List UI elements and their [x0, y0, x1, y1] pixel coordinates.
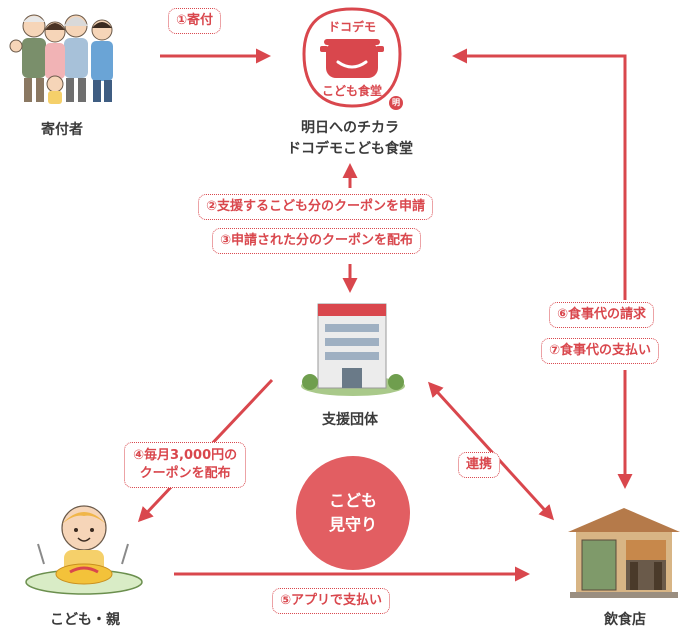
link-cooperation: 連携	[458, 452, 501, 478]
logo-top-text: ドコデモ	[327, 20, 376, 34]
arrow-billing	[452, 48, 627, 300]
step-4-line-2: クーポンを配布	[139, 466, 231, 481]
step-3-distribute-coupons: ③申請された分のクーポンを配布	[212, 228, 422, 254]
restaurant-illustration	[566, 500, 682, 600]
logo-bottom-text: こども食堂	[321, 84, 382, 98]
step-4-line-1: ④毎月3,000円の	[133, 448, 238, 463]
badge-line-2: 見守り	[328, 515, 377, 534]
arrow-link	[427, 381, 555, 521]
donor-family-illustration	[8, 6, 120, 106]
step-7-meal-payment: ⑦食事代の支払い	[541, 338, 660, 364]
restaurant-label: 飲食店	[604, 612, 646, 628]
child-parent-label: こども・親	[50, 612, 120, 628]
support-group-label: 支援団体	[322, 412, 378, 428]
child-watch-badge: こども 見守り	[296, 456, 410, 570]
org-name-line-2: ドコデモこども食堂	[287, 141, 413, 157]
org-name-line-1: 明日へのチカラ	[301, 120, 399, 136]
child-eating-illustration	[20, 494, 148, 598]
step-2-request-coupons: ②支援するこども分のクーポンを申請	[198, 194, 434, 220]
step-5-app-payment: ⑤アプリで支払い	[272, 588, 391, 614]
donor-label: 寄付者	[41, 122, 83, 138]
step-4-monthly-coupon: ④毎月3,000円の クーポンを配布	[124, 442, 247, 488]
logo-corner-mark: 明	[392, 98, 400, 107]
support-group-building-illustration	[298, 298, 408, 398]
step-1-donate: ①寄付	[168, 8, 222, 34]
org-logo: ドコデモ こども食堂 明	[296, 6, 408, 110]
step-6-billing: ⑥食事代の請求	[549, 302, 655, 328]
badge-line-1: こども	[328, 491, 377, 510]
